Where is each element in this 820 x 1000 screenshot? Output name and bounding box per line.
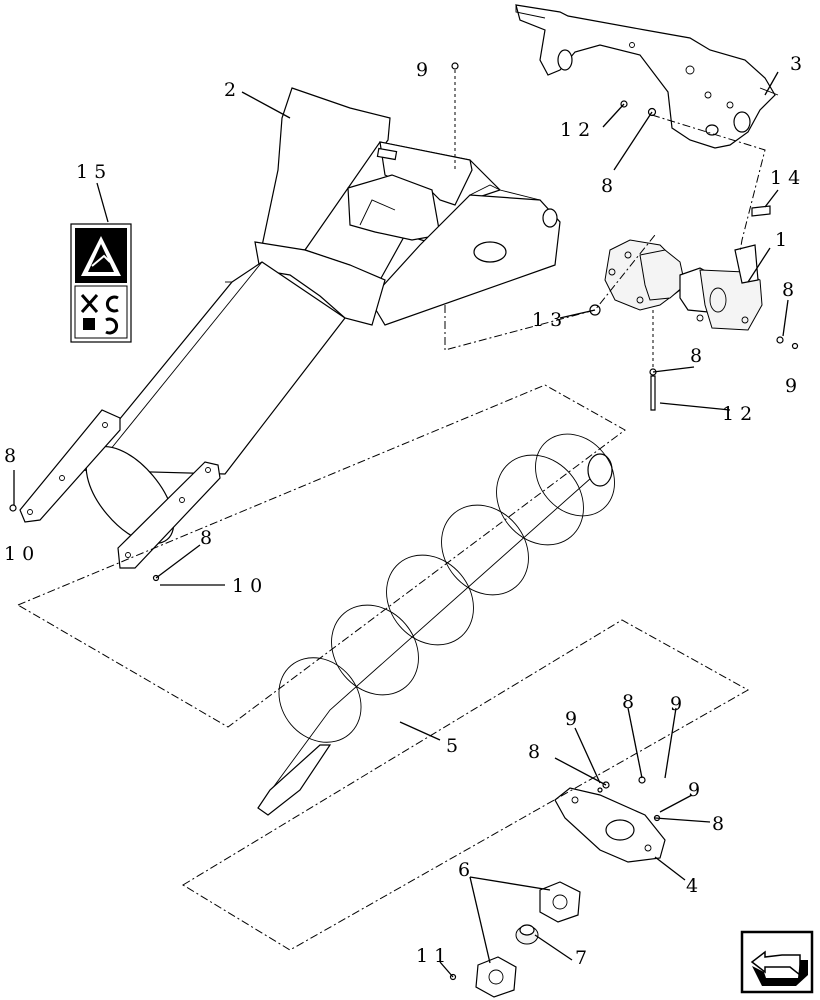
auger-entanglement-warning-icon <box>75 228 127 283</box>
label-part-10-bar: 1 0 <box>232 575 262 597</box>
part-labels: 2 3 9 1 5 1 2 8 1 4 1 8 1 3 8 9 1 2 8 1 … <box>4 53 802 969</box>
label-part-8-plate-a: 8 <box>622 691 634 713</box>
bearing-flanges <box>475 881 581 998</box>
label-part-12-mid: 1 2 <box>722 403 752 425</box>
label-part-1: 1 <box>775 229 787 251</box>
label-part-13: 1 3 <box>532 309 562 331</box>
label-part-9-right: 9 <box>785 375 797 397</box>
label-part-8-top: 8 <box>601 175 613 197</box>
label-part-8-mid: 8 <box>690 345 702 367</box>
label-part-7: 7 <box>575 947 587 969</box>
label-part-6: 6 <box>458 859 470 881</box>
label-part-12-top: 1 2 <box>560 119 590 141</box>
auger-flighting <box>257 433 615 816</box>
bearing-plate <box>554 787 666 863</box>
auger-spiral-turns <box>278 433 615 743</box>
leader-lines <box>13 71 789 978</box>
label-part-9-plate-c: 9 <box>688 779 700 801</box>
label-part-14: 1 4 <box>770 167 800 189</box>
label-part-8-bar: 8 <box>200 527 212 549</box>
assembly-centerlines <box>16 70 766 951</box>
gearbox-assembly <box>604 239 763 331</box>
warning-decals <box>70 223 132 343</box>
rotation-instruction-icon <box>74 285 128 339</box>
upper-mount-bracket <box>515 4 779 149</box>
next-page-arrow-icon[interactable] <box>740 930 814 994</box>
label-part-8-left: 8 <box>4 445 16 467</box>
label-part-9-top: 9 <box>416 59 428 81</box>
label-part-8-plate-b: 8 <box>528 741 540 763</box>
label-part-10-left: 1 0 <box>4 543 34 565</box>
auger-tube-housing <box>76 87 561 545</box>
label-part-9-plate-a: 9 <box>565 708 577 730</box>
label-part-3: 3 <box>790 53 802 75</box>
label-part-8-plate-c: 8 <box>712 813 724 835</box>
tube-mounting-bars <box>19 409 221 569</box>
label-part-8-right: 8 <box>782 279 794 301</box>
label-part-11: 1 1 <box>416 945 446 967</box>
label-part-2: 2 <box>224 79 236 101</box>
label-part-9-plate-b: 9 <box>670 693 682 715</box>
label-part-5: 5 <box>446 735 458 757</box>
label-part-4: 4 <box>686 875 698 897</box>
bearing-insert <box>515 924 539 945</box>
label-part-15: 1 5 <box>76 161 106 183</box>
